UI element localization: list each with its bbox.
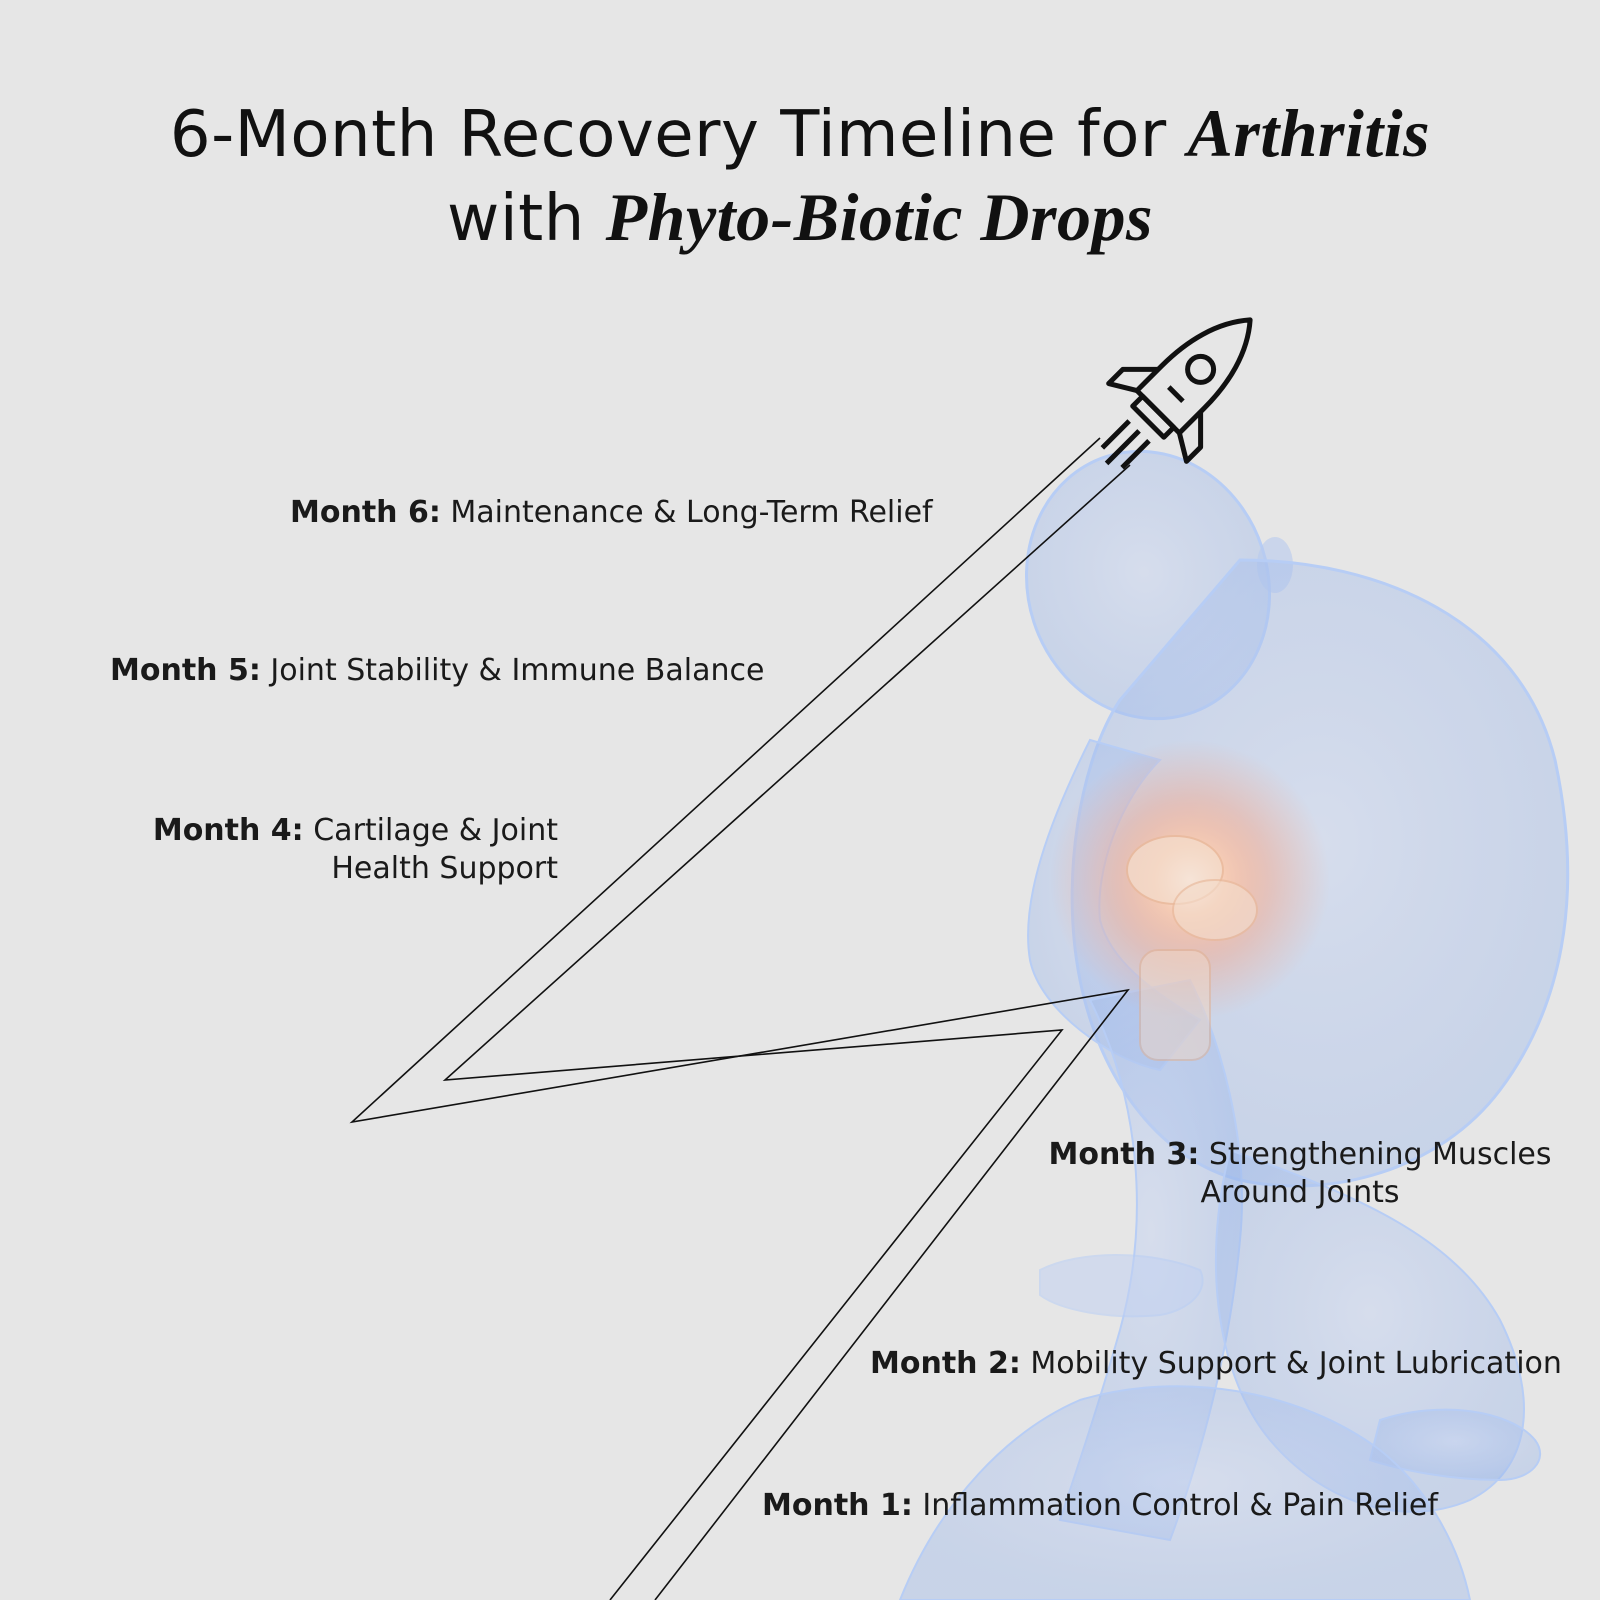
milestone-month-label: Month 4: (152, 813, 304, 848)
milestone-month-4: Month 4: Cartilage & Joint Health Suppor… (100, 812, 558, 888)
title-line2-plain: with (447, 182, 585, 256)
milestone-description: Strengthening Muscles (1208, 1137, 1552, 1172)
milestone-description: Maintenance & Long-Term Relief (450, 495, 933, 530)
milestone-description-line2: Around Joints (1200, 1175, 1400, 1210)
title-line-2: with Phyto-Biotic Drops (0, 176, 1600, 260)
milestone-month-2: Month 2: Mobility Support & Joint Lubric… (870, 1345, 1562, 1383)
page-title: 6-Month Recovery Timeline for Arthritis … (0, 92, 1600, 260)
milestone-month-label: Month 3: (1048, 1137, 1200, 1172)
milestone-description-line2: Health Support (331, 851, 558, 886)
milestone-description: Cartilage & Joint (313, 813, 558, 848)
human-figure-knee-pain (898, 449, 1570, 1600)
milestone-month-6: Month 6: Maintenance & Long-Term Relief (290, 494, 933, 532)
milestone-description: Joint Stability & Immune Balance (270, 653, 765, 688)
title-line-1: 6-Month Recovery Timeline for Arthritis (0, 92, 1600, 176)
milestone-month-3: Month 3: Strengthening Muscles Around Jo… (1030, 1136, 1570, 1212)
milestone-month-label: Month 2: (870, 1346, 1021, 1381)
milestone-month-label: Month 1: (762, 1488, 913, 1523)
milestone-month-label: Month 5: (110, 653, 261, 688)
rocket-icon (1100, 317, 1253, 470)
title-line1-italic: Arthritis (1187, 95, 1431, 171)
milestone-month-1: Month 1: Inflammation Control & Pain Rel… (762, 1487, 1438, 1525)
milestone-month-label: Month 6: (290, 495, 441, 530)
milestone-description: Mobility Support & Joint Lubrication (1030, 1346, 1562, 1381)
timeline-path (349, 437, 1131, 1600)
title-line1-plain: 6-Month Recovery Timeline for (169, 98, 1167, 172)
milestone-month-5: Month 5: Joint Stability & Immune Balanc… (110, 652, 764, 690)
title-line2-italic: Phyto-Biotic Drops (605, 179, 1153, 255)
milestone-description: Inflammation Control & Pain Relief (922, 1488, 1438, 1523)
